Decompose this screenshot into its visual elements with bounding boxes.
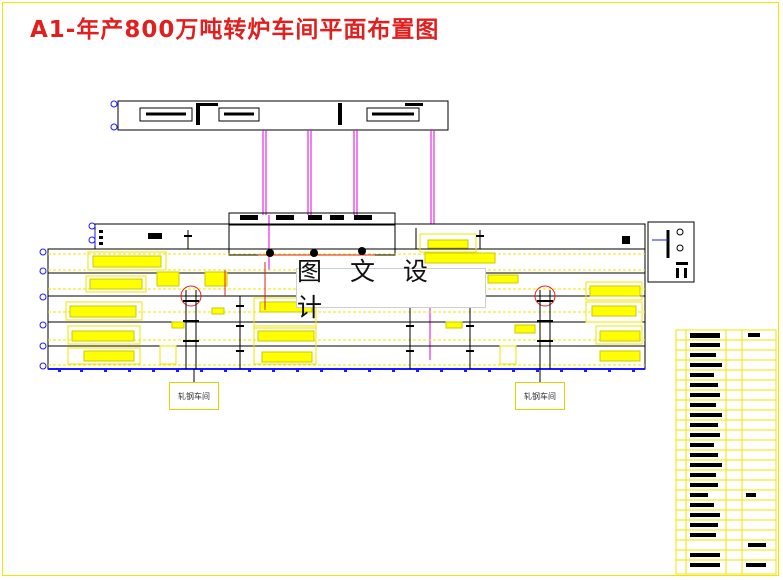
drawing-title: A1-年产800万吨转炉车间平面布置图 [30,17,440,43]
rolling-mill-bay-right: 轧钢车间 [515,382,565,410]
watermark-label: 图 文 设 计 [296,257,486,322]
converter-building [228,212,396,256]
parts-table-rows [676,339,776,561]
rolling-mill-bay-left: 轧钢车间 [169,382,219,410]
bay-links [193,369,541,382]
conveyor-lines [262,130,435,360]
parts-table-fills [690,333,766,567]
equipment-outlines [65,233,643,365]
parts-table [675,329,777,575]
axis-ticks [58,368,635,372]
side-building [647,221,695,283]
upper-building [110,100,449,131]
axis-markers [39,222,96,370]
converters [180,247,556,310]
equipment-blocks [69,239,641,363]
columns [185,228,551,369]
